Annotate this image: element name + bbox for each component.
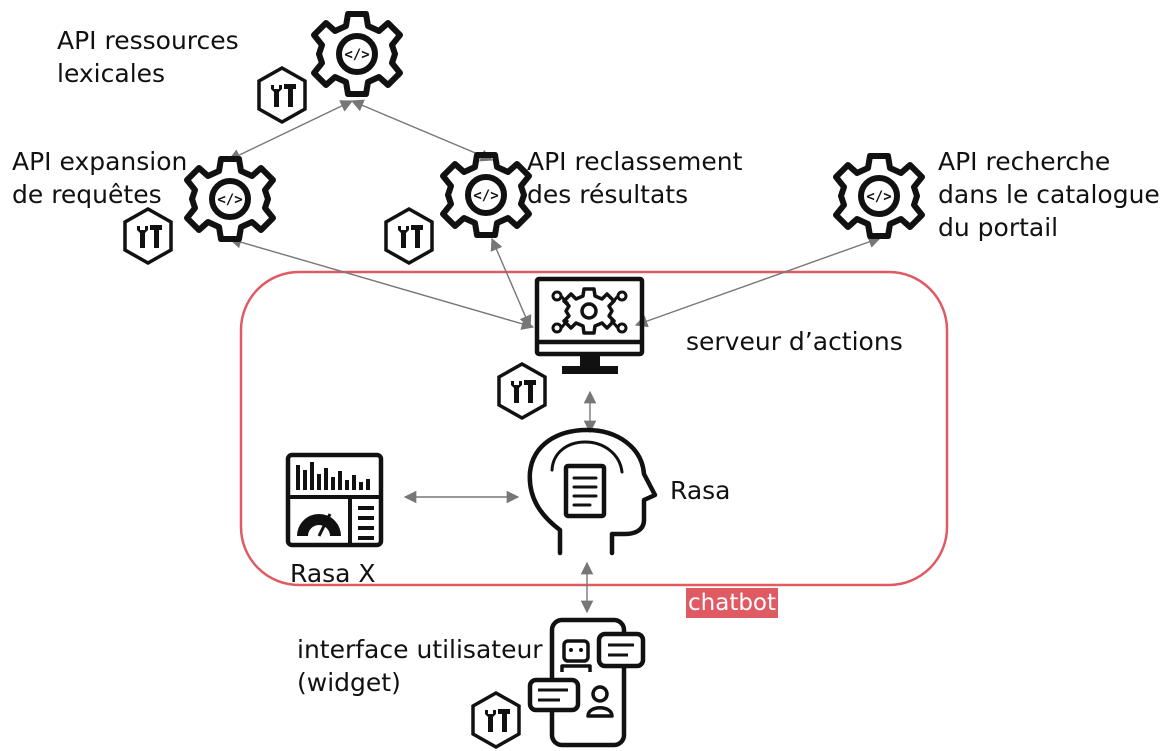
label-rasa-x: Rasa X: [290, 559, 376, 588]
label-api-expansion: API expansion de requêtes: [12, 145, 187, 211]
label-api-search: API recherche dans le catalogue du porta…: [938, 145, 1160, 244]
arrow-expansion-actions: [228, 236, 535, 330]
arrow-rerank-actions: [490, 237, 532, 329]
ai-head-document-icon: [527, 427, 658, 556]
label-line: API reclassement des résultats: [527, 147, 743, 209]
label-rasa: Rasa: [670, 476, 731, 505]
dashboard-icon: [285, 452, 384, 548]
gear-code-icon: [443, 155, 529, 235]
arrow-search-actions: [634, 235, 882, 328]
label-user-interface: interface utilisateur (widget): [297, 633, 543, 699]
label-line: API recherche dans le catalogue du porta…: [938, 147, 1160, 242]
connector-arrows: [227, 99, 882, 614]
label-line: interface utilisateur (widget): [297, 635, 543, 697]
label-line: API expansion de requêtes: [12, 147, 188, 209]
tools-hexagon-icon: [471, 691, 521, 749]
label-api-rerank: API reclassement des résultats: [527, 145, 742, 211]
label-action-server: serveur d’actions: [686, 327, 903, 356]
phone-chat-icon: [527, 617, 646, 748]
tools-hexagon-icon: [123, 207, 173, 265]
tools-hexagon-icon: [384, 207, 434, 265]
tools-hexagon-icon: [257, 66, 307, 124]
gear-code-icon: [836, 156, 922, 236]
gear-code-icon: [314, 14, 400, 94]
monitor-gears-icon: [534, 276, 645, 374]
arrow-lexical-rerank: [350, 99, 494, 162]
label-api-lexical: API ressources lexicales: [57, 24, 239, 90]
chatbot-boundary: [239, 270, 949, 587]
tools-hexagon-icon: [497, 362, 547, 420]
arrow-lexical-expansion: [227, 100, 354, 161]
gear-code-icon: [187, 159, 273, 239]
chatbot-tag: chatbot: [686, 588, 779, 618]
label-line: API ressources lexicales: [57, 26, 239, 88]
